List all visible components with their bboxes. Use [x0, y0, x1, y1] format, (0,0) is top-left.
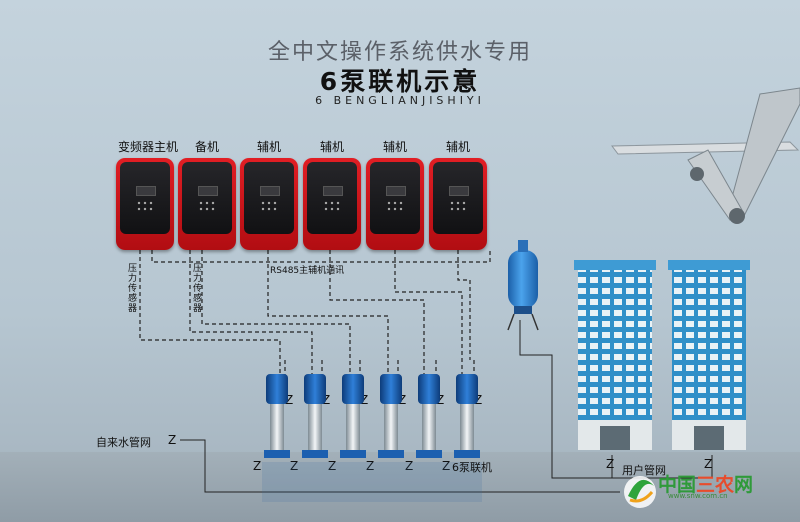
- svg-text:Z: Z: [322, 393, 330, 407]
- svg-text:Z: Z: [360, 393, 368, 407]
- watermark-logo: [624, 476, 656, 508]
- pump-3: [340, 374, 366, 458]
- svg-text:Z: Z: [285, 393, 293, 407]
- rs485-label: RS485主辅机通讯: [270, 266, 345, 276]
- controller-aux-4: [429, 158, 487, 250]
- svg-text:Z: Z: [366, 459, 374, 473]
- controller-main: [116, 158, 174, 250]
- svg-text:Z: Z: [704, 457, 712, 471]
- valve-markers: Z Z Z Z Z Z Z Z Z Z Z Z Z Z Z: [168, 393, 712, 473]
- building-2: [668, 260, 750, 450]
- svg-text:Z: Z: [398, 393, 406, 407]
- user-network-label: 用户管网: [622, 464, 666, 477]
- pumps-label: 6泵联机: [452, 461, 492, 474]
- svg-text:Z: Z: [328, 459, 336, 473]
- watermark-text: 中国三农网: [658, 474, 754, 496]
- controller-aux-2: [303, 158, 361, 250]
- controller-label: 备机: [194, 140, 219, 154]
- page-pinyin: 6 BENGLIANJISHIYI: [315, 94, 485, 107]
- svg-text:Z: Z: [474, 393, 482, 407]
- water-pipes: [180, 320, 713, 493]
- pressure-tank: [507, 240, 539, 331]
- controller-standby: [178, 158, 236, 250]
- pump-4: [378, 374, 404, 458]
- watermark-url: www.snw.com.cn: [668, 492, 728, 500]
- svg-text:Z: Z: [253, 459, 261, 473]
- controller-label: 辅机: [319, 140, 344, 154]
- controller-aux-1: [240, 158, 298, 250]
- controller-label: 辅机: [382, 140, 407, 154]
- svg-text:Z: Z: [606, 457, 614, 471]
- building-1: [574, 260, 656, 450]
- pressure-sensor-label: 压力传感器: [128, 264, 138, 314]
- svg-text:Z: Z: [168, 433, 176, 447]
- floor: [0, 452, 800, 522]
- pump-array: [262, 374, 482, 502]
- controller-label: 变频器主机: [117, 140, 178, 154]
- page-title: 6泵联机示意: [319, 67, 481, 96]
- svg-text:Z: Z: [442, 459, 450, 473]
- svg-text:Z: Z: [436, 393, 444, 407]
- pump-1: [264, 374, 290, 458]
- pump-5: [416, 374, 442, 458]
- controller-label: 辅机: [256, 140, 281, 154]
- controller-label: 辅机: [445, 140, 470, 154]
- svg-text:Z: Z: [405, 459, 413, 473]
- pressure-sensor-label: 压力传感器: [193, 264, 203, 314]
- tap-water-label: 自来水管网: [96, 436, 151, 449]
- ceiling-arm: [611, 87, 800, 224]
- svg-text:Z: Z: [290, 459, 298, 473]
- pump-6: [454, 374, 480, 458]
- pump-2: [302, 374, 328, 458]
- page-subtitle: 全中文操作系统供水专用: [267, 40, 532, 65]
- controller-aux-3: [366, 158, 424, 250]
